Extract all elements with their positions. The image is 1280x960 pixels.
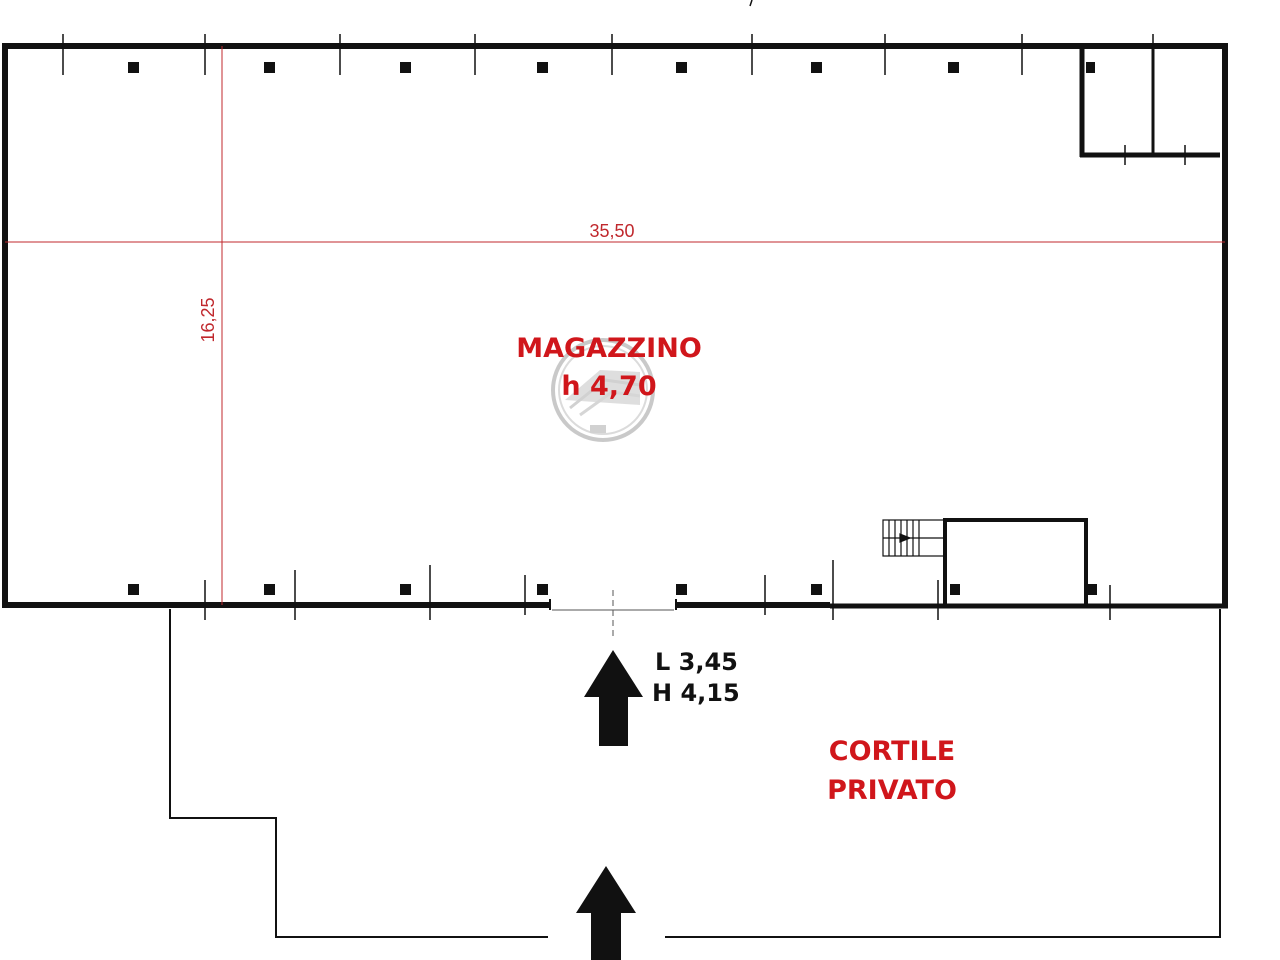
top-tick	[749, 0, 753, 7]
top-wall-ticks	[62, 34, 1154, 75]
entrance-arrow-icon	[584, 650, 643, 746]
pillars-top-row	[128, 62, 1095, 73]
door-opening	[552, 590, 674, 640]
entrance-width: L 3,45	[655, 648, 738, 676]
courtyard-arrow-icon	[576, 866, 636, 960]
courtyard-label-line2: PRIVATO	[827, 775, 957, 806]
entrance-height: H 4,15	[652, 679, 740, 707]
watermark-logo	[551, 338, 655, 442]
courtyard-label-line1: CORTILE	[829, 736, 955, 767]
courtyard-outline	[169, 609, 1221, 938]
dimension-width: 35,50	[589, 221, 634, 241]
office-bottom-right	[943, 518, 1088, 606]
dimension-lines	[5, 46, 1225, 605]
bottom-wall-ticks	[204, 560, 1111, 620]
pillars-bottom-row	[128, 584, 1097, 595]
room-name: MAGAZZINO	[516, 333, 702, 364]
service-rooms-top-right	[1079, 46, 1220, 165]
room-height: h 4,70	[561, 371, 656, 402]
dimension-depth: 16,25	[198, 297, 218, 342]
stairs	[882, 519, 946, 557]
warehouse-walls	[2, 43, 1228, 610]
